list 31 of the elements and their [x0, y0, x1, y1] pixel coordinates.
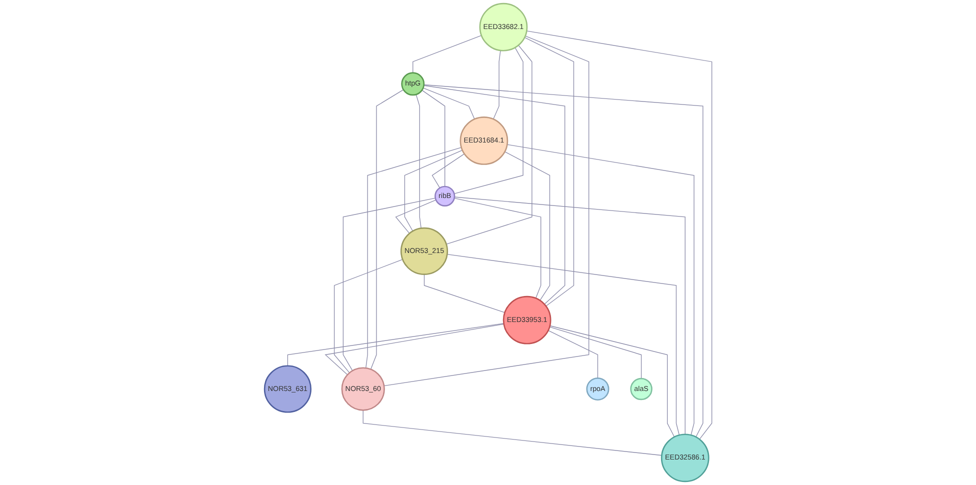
connector [342, 198, 436, 372]
connector [423, 84, 704, 438]
connector [404, 150, 463, 232]
connector [422, 88, 475, 120]
connector [454, 47, 524, 194]
connector [383, 36, 589, 386]
connector [524, 37, 574, 306]
connector [412, 35, 482, 74]
connector [421, 90, 445, 187]
connector [416, 94, 422, 229]
connector [395, 200, 436, 234]
connector [423, 85, 565, 305]
connector [549, 325, 675, 438]
connector [506, 144, 694, 436]
connector [365, 147, 462, 368]
connector [549, 326, 642, 379]
connector [324, 324, 504, 376]
connector [446, 254, 680, 436]
connector [370, 89, 404, 370]
connector [424, 274, 505, 313]
connector [432, 154, 465, 188]
connector [504, 151, 550, 301]
connector [446, 44, 532, 245]
connector [492, 50, 501, 120]
connector [526, 30, 712, 440]
connector [334, 259, 403, 374]
connector [287, 323, 504, 366]
connector [548, 330, 598, 378]
connector [362, 410, 662, 456]
connector [454, 198, 541, 299]
connector [454, 196, 686, 435]
